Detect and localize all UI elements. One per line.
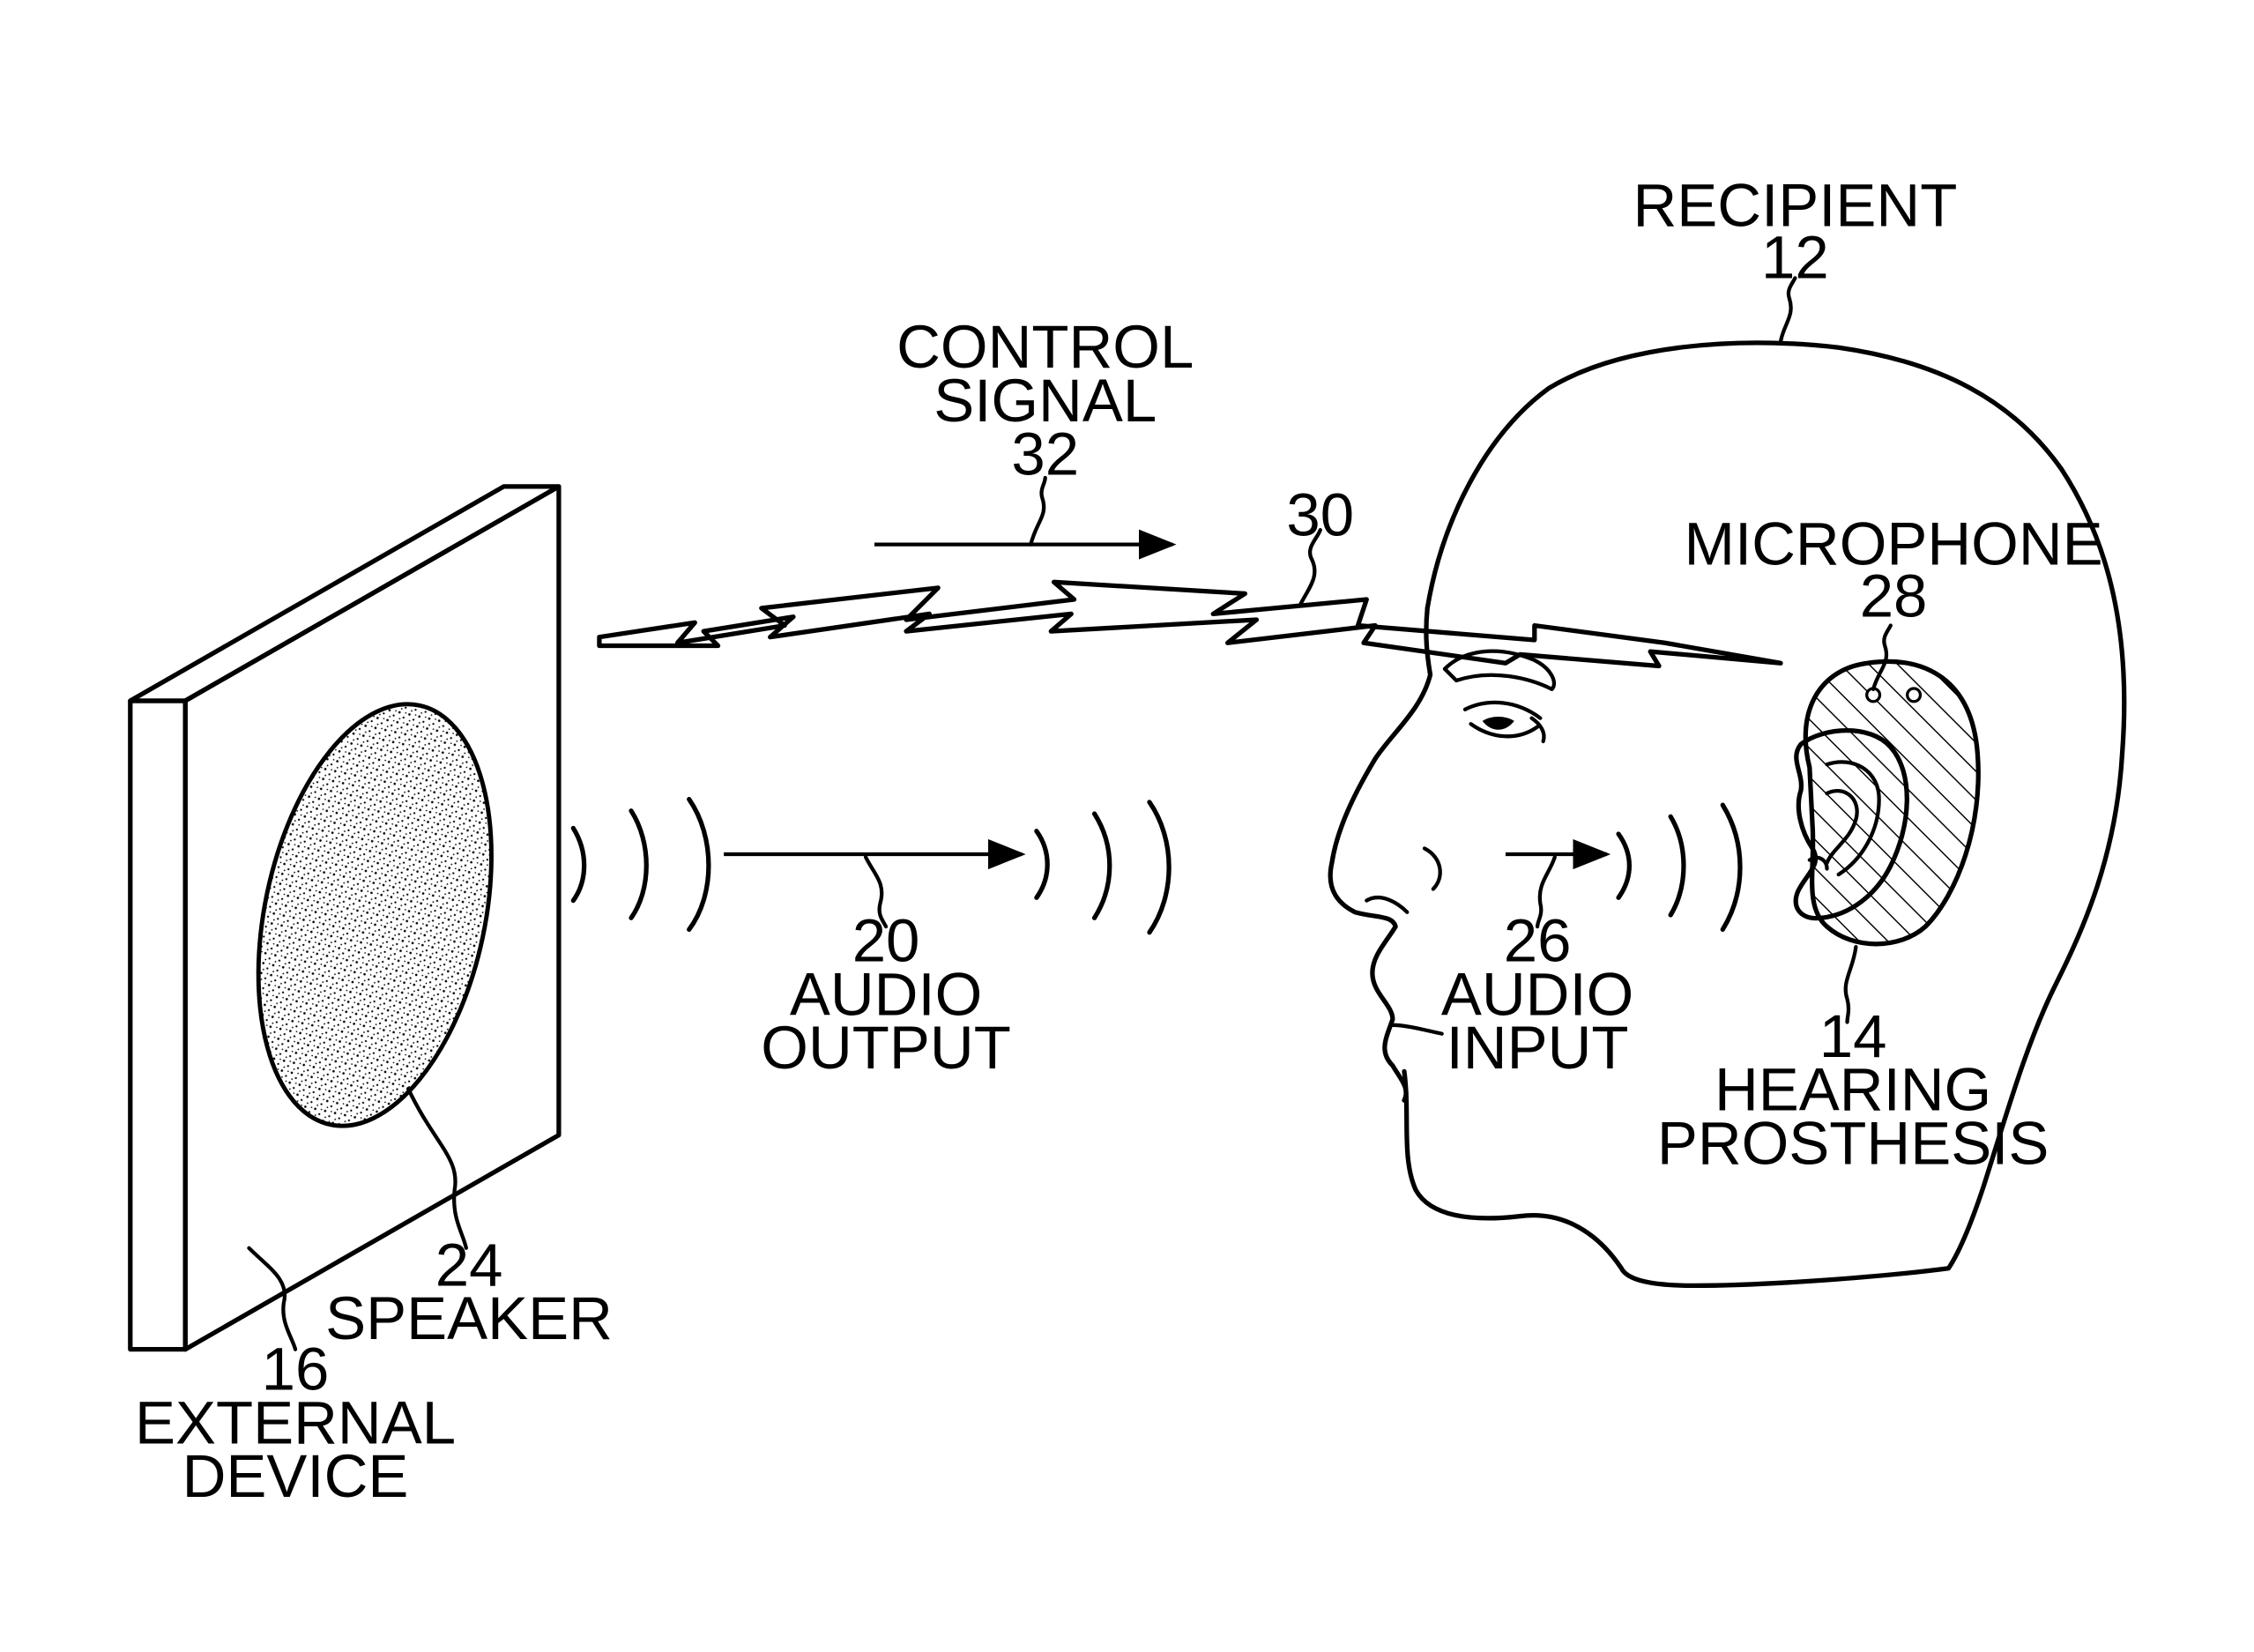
svg-text:DEVICE: DEVICE — [182, 1442, 409, 1510]
label-speaker: 24 SPEAKER — [325, 1231, 613, 1352]
svg-text:OUTPUT: OUTPUT — [761, 1014, 1011, 1082]
svg-text:12: 12 — [1761, 223, 1829, 291]
wireless-link-30 — [599, 582, 1781, 666]
label-control-signal: CONTROL SIGNAL 32 — [896, 313, 1194, 488]
label-external-device: 16 EXTERNAL DEVICE — [135, 1336, 456, 1511]
label-recipient: RECIPIENT 12 — [1633, 171, 1957, 291]
speaker-membrane — [223, 682, 527, 1147]
label-wireless-link: 30 — [1286, 481, 1354, 549]
svg-text:INPUT: INPUT — [1447, 1014, 1629, 1082]
audio-input-waves — [1618, 805, 1740, 929]
svg-text:28: 28 — [1860, 562, 1928, 630]
label-hearing-prosthesis: 14 HEARING PROSTHESIS — [1657, 1002, 2049, 1178]
mouth — [1393, 1025, 1442, 1034]
microphone-port-2 — [1908, 688, 1921, 702]
svg-text:32: 32 — [1011, 420, 1079, 488]
hearing-prosthesis — [1795, 651, 1997, 970]
svg-text:30: 30 — [1286, 481, 1354, 549]
audio-output-waves — [573, 800, 709, 930]
svg-text:PROSTHESIS: PROSTHESIS — [1657, 1109, 2049, 1177]
label-microphone: MICROPHONE 28 — [1685, 510, 2103, 630]
svg-text:SPEAKER: SPEAKER — [325, 1284, 613, 1352]
eye — [1465, 703, 1544, 741]
nostril — [1366, 897, 1407, 912]
label-audio-output: 20 AUDIO OUTPUT — [761, 907, 1011, 1083]
cheek-line — [1425, 848, 1440, 889]
label-audio-input: 26 AUDIO INPUT — [1441, 907, 1633, 1083]
speaker-leader-line — [408, 1089, 466, 1248]
audio-output-waves-received — [1037, 802, 1169, 933]
